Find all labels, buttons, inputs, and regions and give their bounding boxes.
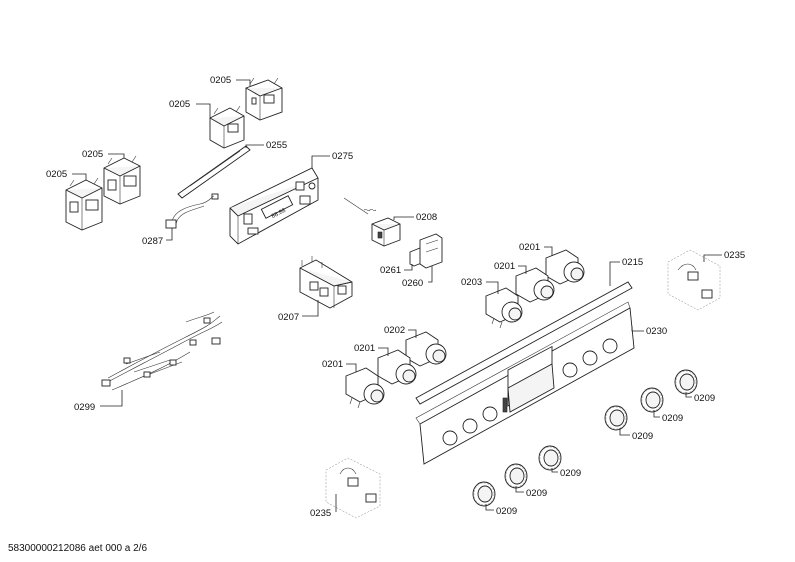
control-board: 88:88 — [229, 167, 319, 245]
knob-4 — [538, 445, 562, 471]
knob-2 — [640, 387, 664, 413]
knob-3 — [604, 405, 628, 431]
part-label-0260: 0260 — [402, 278, 423, 289]
part-label-0275: 0275 — [332, 151, 353, 162]
part-label-0209-e: 0209 — [526, 488, 547, 499]
part-label-0202: 0202 — [384, 325, 405, 336]
wiring-harness — [101, 311, 223, 391]
sensor-lower — [325, 457, 381, 519]
switch-block-top-left — [209, 105, 245, 149]
leader-lines — [72, 79, 722, 512]
part-label-0235-b: 0235 — [310, 508, 331, 519]
part-label-0299: 0299 — [74, 402, 95, 413]
part-label-0208: 0208 — [416, 212, 437, 223]
control-panel — [415, 301, 635, 465]
sensor-upper — [667, 249, 721, 311]
wire-strip — [177, 145, 251, 200]
cable-harness-small — [165, 195, 215, 229]
part-label-0207: 0207 — [278, 312, 299, 323]
part-label-0235-a: 0235 — [724, 250, 745, 261]
knob-5 — [504, 463, 528, 489]
document-footer: 58300000212086 aet 000 a 2/6 — [8, 543, 148, 554]
encoder-switch-lower-1 — [405, 331, 447, 367]
part-label-0209-b: 0209 — [662, 413, 683, 424]
part-label-0201-b: 0201 — [494, 261, 515, 272]
part-label-0203: 0203 — [461, 277, 482, 288]
part-label-0261: 0261 — [380, 265, 401, 276]
encoder-switch-upper-2 — [515, 267, 555, 303]
part-label-0205-a: 0205 — [210, 75, 231, 86]
part-label-0209-c: 0209 — [632, 431, 653, 442]
encoder-switch-upper-1 — [545, 249, 585, 285]
part-label-0205-c: 0205 — [82, 149, 103, 160]
switch-block-top-right — [245, 77, 283, 121]
part-label-0209-f: 0209 — [496, 506, 517, 517]
switch-block-left-lower — [65, 177, 103, 231]
part-label-0201-a: 0201 — [519, 242, 540, 253]
part-labels: 0205 0205 0205 0205 0255 0275 0287 0208 … — [46, 75, 745, 519]
knob-1 — [674, 369, 698, 395]
knob-6 — [472, 481, 496, 507]
part-label-0205-b: 0205 — [169, 99, 190, 110]
encoder-switch-lower-2 — [377, 349, 417, 385]
part-label-0287: 0287 — [142, 236, 163, 247]
part-label-0209-d: 0209 — [560, 468, 581, 479]
encoder-switch-upper-3 — [485, 287, 523, 329]
relay-module — [299, 256, 353, 309]
thermostat — [343, 197, 401, 247]
part-label-0215: 0215 — [622, 257, 643, 268]
switch-block-left-upper — [103, 155, 141, 205]
part-label-0209-a: 0209 — [694, 393, 715, 404]
part-label-0201-c: 0201 — [354, 343, 375, 354]
part-label-0255: 0255 — [266, 140, 287, 151]
part-label-0201-d: 0201 — [322, 359, 343, 370]
part-label-0205-d: 0205 — [46, 169, 67, 180]
trim-strip — [415, 281, 633, 405]
bracket-large — [419, 233, 443, 269]
encoder-switch-lower-3 — [345, 367, 385, 409]
part-label-0230: 0230 — [646, 326, 667, 337]
